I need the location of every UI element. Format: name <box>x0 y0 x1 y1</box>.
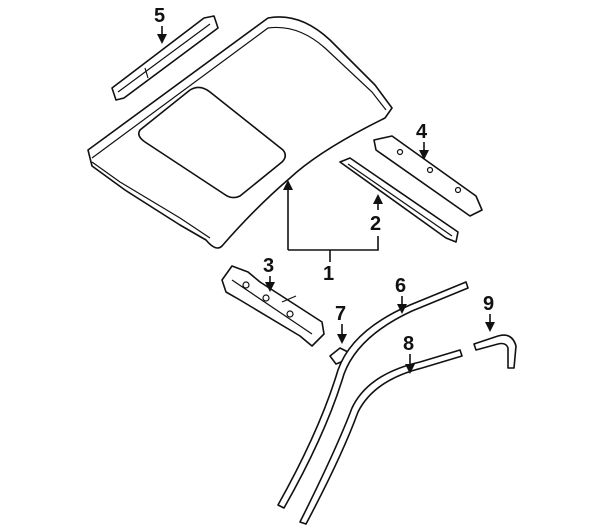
callout-numbers: 5 4 2 1 3 7 6 8 9 <box>154 5 494 355</box>
front-header-rail <box>111 15 219 101</box>
callout-8: 8 <box>403 333 414 355</box>
roof-bow <box>339 157 459 243</box>
callout-1: 1 <box>323 263 334 285</box>
rear-header-rail <box>373 135 483 217</box>
callout-6: 6 <box>395 275 406 297</box>
callout-7: 7 <box>335 303 346 325</box>
roof-molding-inner <box>299 349 463 525</box>
roof-molding-outer <box>277 281 469 509</box>
callout-4: 4 <box>416 121 428 143</box>
molding-end-cap <box>473 334 517 369</box>
roof-reinforcement <box>221 265 325 347</box>
leader-lines <box>157 26 495 374</box>
callout-5: 5 <box>154 5 165 27</box>
callout-2: 2 <box>370 213 381 235</box>
callout-3: 3 <box>263 255 274 277</box>
roof-panel <box>87 16 393 249</box>
callout-9: 9 <box>483 293 494 315</box>
sunroof-opening <box>138 86 287 199</box>
